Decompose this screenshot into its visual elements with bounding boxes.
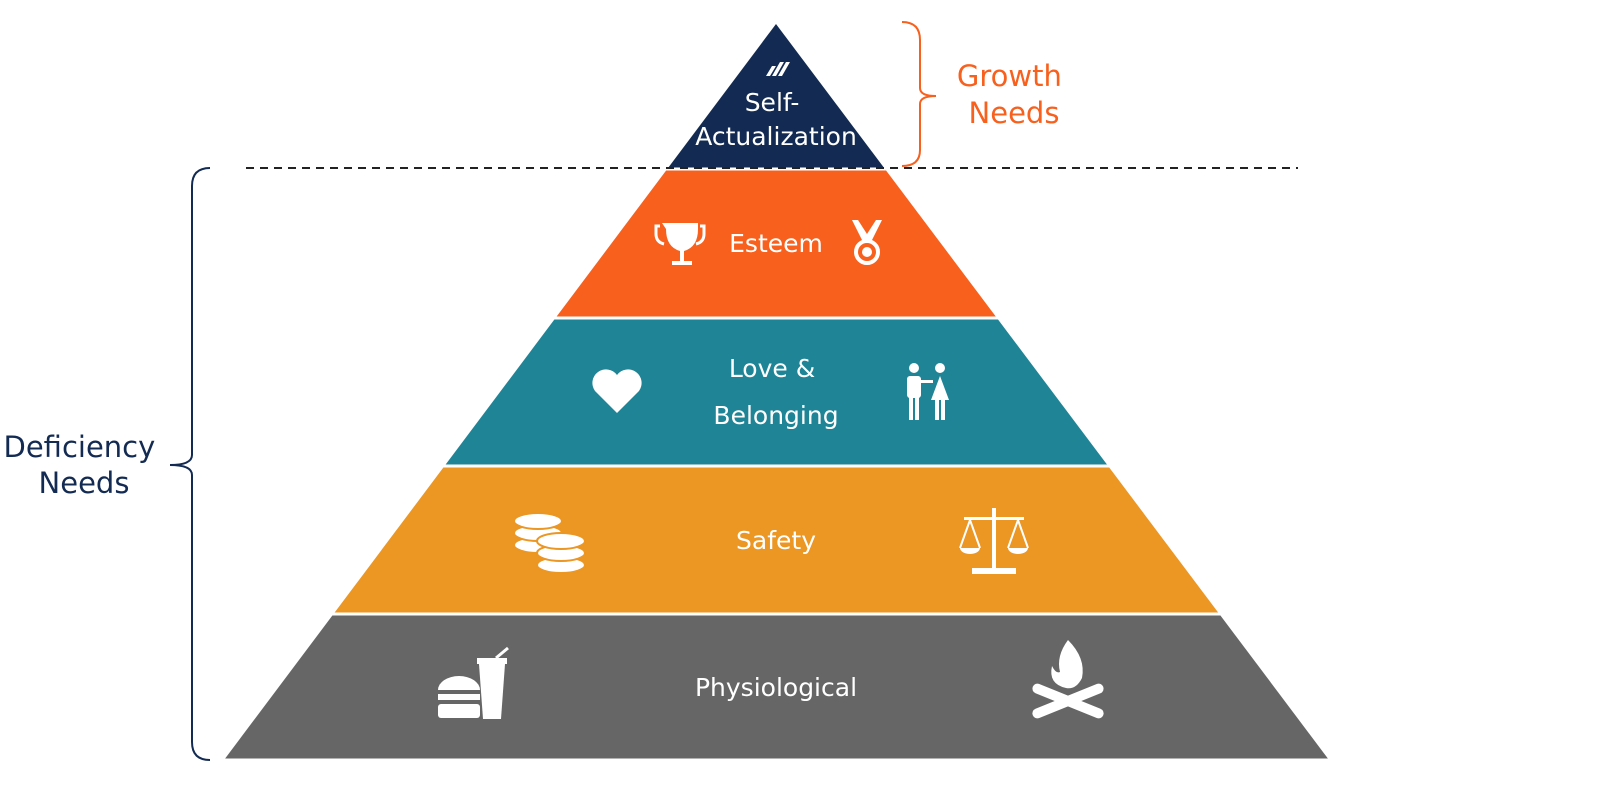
self-actualization-label: Self- Actualization bbox=[695, 88, 857, 151]
campfire-icon bbox=[1032, 640, 1104, 719]
love-belonging-label: Love & Belonging bbox=[713, 354, 838, 430]
deficiency-needs-brace bbox=[169, 167, 211, 761]
layer-self-actualization bbox=[668, 24, 884, 168]
heart-icon bbox=[592, 369, 642, 413]
layer-safety bbox=[334, 467, 1219, 613]
coins-icon bbox=[513, 512, 586, 574]
trophy-icon bbox=[654, 223, 706, 265]
growth-needs-label: Growth Needs bbox=[957, 59, 1071, 130]
deficiency-needs-label: Deficiency Needs bbox=[4, 430, 165, 500]
growth-needs-brace bbox=[901, 21, 937, 167]
growth-bars-icon bbox=[766, 62, 790, 76]
layer-physiological bbox=[225, 615, 1328, 759]
layer-love-belonging bbox=[445, 319, 1107, 465]
layer-esteem bbox=[556, 170, 996, 317]
esteem-label: Esteem bbox=[729, 229, 823, 258]
physiological-label: Physiological bbox=[695, 673, 857, 702]
safety-label: Safety bbox=[736, 526, 816, 555]
scales-icon bbox=[959, 508, 1029, 574]
medal-icon bbox=[852, 220, 882, 265]
couple-icon bbox=[907, 363, 949, 420]
food-drink-icon bbox=[438, 646, 509, 719]
